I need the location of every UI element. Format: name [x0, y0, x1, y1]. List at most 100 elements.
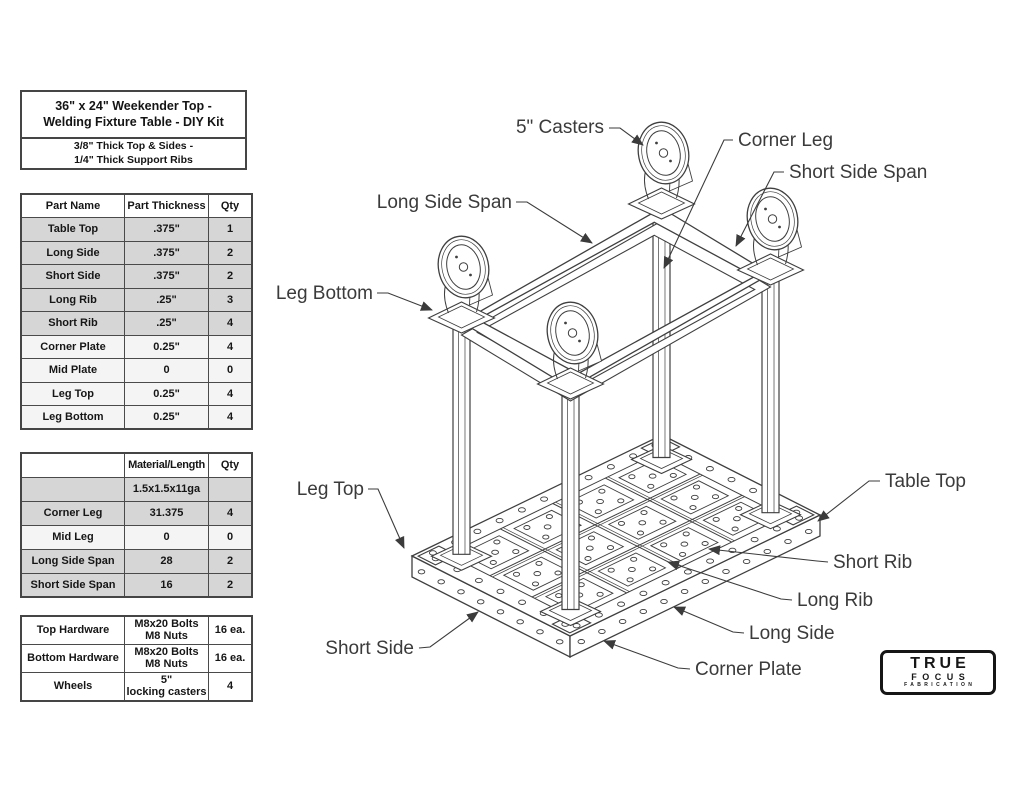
part-qty: 4	[208, 500, 253, 526]
part-thickness: .375"	[124, 264, 209, 289]
table-row: Leg Top 0.25" 4	[20, 381, 253, 406]
caster	[427, 235, 496, 334]
part-thickness: 0.25"	[124, 381, 209, 406]
hardware-spec: M8x20 Bolts M8 Nuts	[124, 615, 209, 645]
table-row: Bottom Hardware M8x20 Bolts M8 Nuts 16 e…	[20, 643, 253, 674]
part-qty	[208, 476, 253, 502]
label-leg-bottom: Leg Bottom	[276, 283, 373, 304]
part-qty: 3	[208, 287, 253, 312]
table-row: Long Rib .25" 3	[20, 287, 253, 312]
part-qty: 0	[208, 524, 253, 550]
part-material: 1.5x1.5x11ga	[124, 476, 209, 502]
part-qty: 1	[208, 217, 253, 242]
isometric-drawing	[410, 121, 822, 659]
table-row: Leg Bottom 0.25" 4	[20, 405, 253, 430]
leader-short-side	[418, 611, 479, 649]
leader-long-side	[673, 606, 745, 634]
part-name: Long Side Span	[20, 548, 125, 574]
table-row: Corner Leg 31.375 4	[20, 500, 253, 526]
part-thickness: .375"	[124, 240, 209, 265]
table-row: Long Side Span 28 2	[20, 548, 253, 574]
table-row: Corner Plate 0.25" 4	[20, 334, 253, 359]
col-header-qty: Qty	[208, 452, 253, 478]
label-corner-leg: Corner Leg	[738, 130, 833, 151]
hardware-name: Wheels	[20, 672, 125, 702]
label-long-side: Long Side	[749, 623, 835, 644]
title-block: 36" x 24" Weekender Top - Welding Fixtur…	[20, 90, 247, 170]
caster	[627, 121, 696, 220]
hardware-name: Top Hardware	[20, 615, 125, 645]
sheet-subtitle: 3/8" Thick Top & Sides - 1/4" Thick Supp…	[73, 140, 194, 166]
part-material: 0	[124, 524, 209, 550]
part-name: Short Rib	[20, 311, 125, 336]
leader-corner-plate	[603, 640, 691, 670]
callout-layer: 5" Casters Corner Leg Short Side Span Lo…	[276, 117, 966, 680]
part-name: Table Top	[20, 217, 125, 242]
part-qty: 4	[208, 381, 253, 406]
part-qty: 4	[208, 334, 253, 359]
leader-short-side-span	[735, 171, 784, 247]
label-short-rib: Short Rib	[833, 552, 912, 573]
leader-long-rib	[667, 560, 793, 601]
logo-word-true: TRUE	[910, 655, 970, 673]
label-short-side: Short Side	[325, 638, 414, 659]
part-material: 28	[124, 548, 209, 574]
lengths-table: Material/Length Qty 1.5x1.5x11ga Corner …	[20, 452, 253, 598]
hardware-spec: M8x20 Bolts M8 Nuts	[124, 643, 209, 674]
label-long-side-span: Long Side Span	[377, 192, 512, 213]
table-row: Top Hardware M8x20 Bolts M8 Nuts 16 ea.	[20, 615, 253, 645]
part-qty: 0	[208, 358, 253, 383]
leader-five-casters	[609, 127, 644, 146]
hardware-qty: 4	[208, 672, 253, 702]
hardware-name: Bottom Hardware	[20, 643, 125, 674]
leader-corner-leg	[663, 139, 733, 269]
label-short-side-span: Short Side Span	[789, 162, 927, 183]
table-row: Short Side Span 16 2	[20, 572, 253, 598]
part-qty: 2	[208, 240, 253, 265]
table-header-row: Part Name Part Thickness Qty	[20, 193, 253, 218]
logo-word-focus: FOCUS	[911, 672, 971, 683]
table-row: Mid Plate 0 0	[20, 358, 253, 383]
sheet-title: 36" x 24" Weekender Top - Welding Fixtur…	[22, 92, 245, 139]
logo-word-fabrication: FABRICATION	[904, 682, 976, 689]
part-name: Short Side Span	[20, 572, 125, 598]
part-thickness: 0.25"	[124, 405, 209, 430]
part-name: Corner Leg	[20, 500, 125, 526]
table-row: Long Side .375" 2	[20, 240, 253, 265]
col-header-part-name: Part Name	[20, 193, 125, 218]
part-name: Leg Bottom	[20, 405, 125, 430]
leader-leg-bottom	[377, 292, 433, 311]
part-name: Long Side	[20, 240, 125, 265]
part-name: Long Rib	[20, 287, 125, 312]
part-thickness: .375"	[124, 217, 209, 242]
hardware-table: Top Hardware M8x20 Bolts M8 Nuts 16 ea. …	[20, 615, 253, 702]
caster	[736, 187, 805, 286]
part-qty: 4	[208, 405, 253, 430]
hardware-qty: 16 ea.	[208, 615, 253, 645]
part-material: 31.375	[124, 500, 209, 526]
label-table-top: Table Top	[885, 471, 966, 492]
leader-table-top	[817, 480, 880, 522]
true-focus-fabrication-logo: TRUE FOCUS FABRICATION	[880, 650, 996, 695]
label-long-rib: Long Rib	[797, 590, 873, 611]
leader-leg-top	[368, 488, 405, 549]
part-qty: 2	[208, 264, 253, 289]
part-name: Mid Plate	[20, 358, 125, 383]
table-row: Wheels 5" locking casters 4	[20, 672, 253, 702]
table-row: Short Rib .25" 4	[20, 311, 253, 336]
leader-long-side-span	[516, 201, 593, 244]
col-header-qty: Qty	[208, 193, 253, 218]
label-corner-plate: Corner Plate	[695, 659, 802, 680]
hardware-spec: 5" locking casters	[124, 672, 209, 702]
table-row: Short Side .375" 2	[20, 264, 253, 289]
parts-table: Part Name Part Thickness Qty Table Top .…	[20, 193, 253, 430]
part-thickness: 0	[124, 358, 209, 383]
table-row: 1.5x1.5x11ga	[20, 476, 253, 502]
caster	[536, 301, 605, 400]
part-name: Mid Leg	[20, 524, 125, 550]
part-thickness: .25"	[124, 287, 209, 312]
part-name: Short Side	[20, 264, 125, 289]
label-five-casters: 5" Casters	[516, 117, 604, 138]
part-name: Leg Top	[20, 381, 125, 406]
